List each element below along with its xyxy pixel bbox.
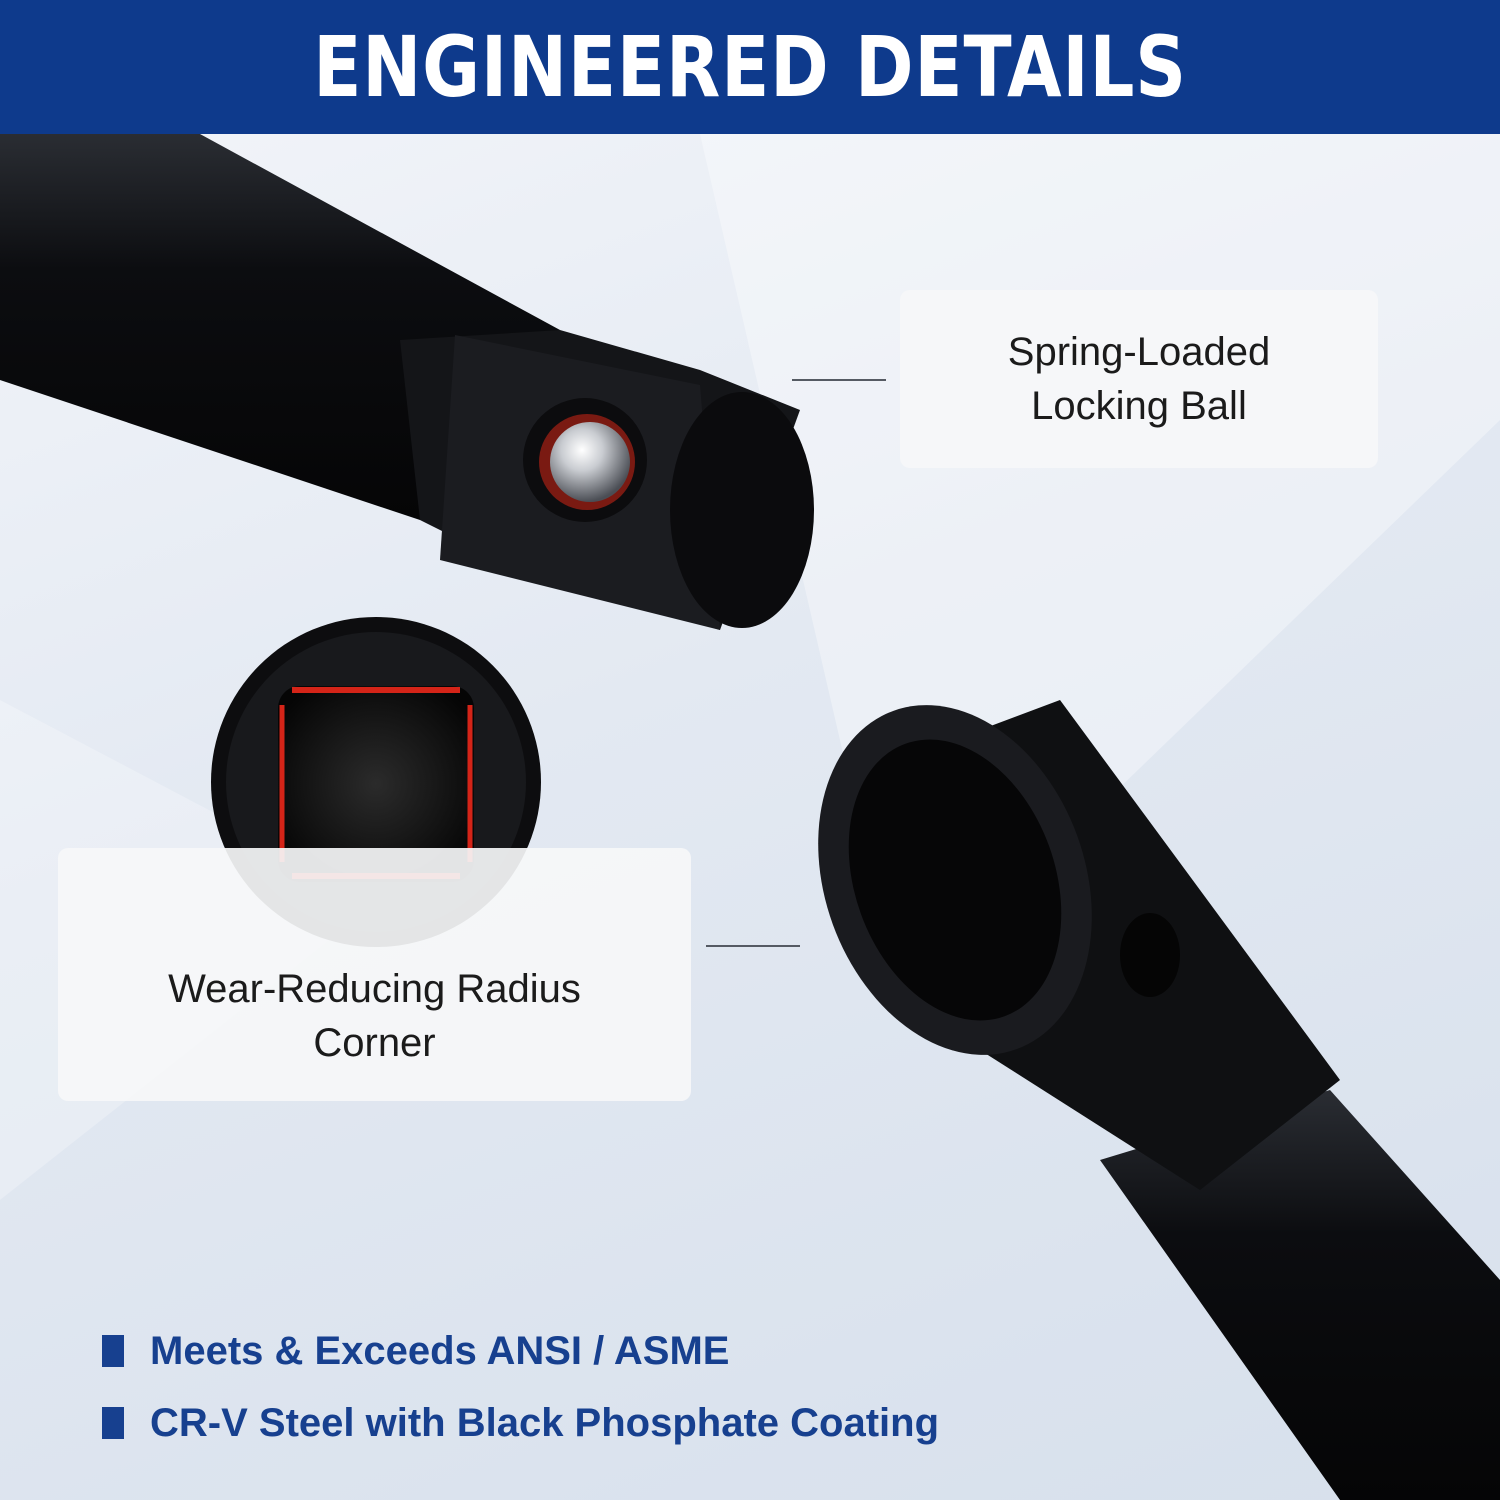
extension-bar-upper — [0, 134, 814, 630]
extension-bar-lower — [818, 700, 1500, 1500]
feature-text: Meets & Exceeds ANSI / ASME — [150, 1328, 730, 1373]
list-item: CR-V Steel with Black Phosphate Coating — [102, 1387, 939, 1459]
list-item: Meets & Exceeds ANSI / ASME — [102, 1315, 939, 1387]
square-drive-end — [670, 392, 814, 628]
locking-ball — [550, 422, 630, 502]
callout-locking-ball: Spring-Loaded Locking Ball — [900, 290, 1378, 468]
feature-text: CR-V Steel with Black Phosphate Coating — [150, 1400, 940, 1445]
callout-text: Corner — [313, 1020, 436, 1065]
square-bullet-icon — [102, 1335, 124, 1367]
callout-text: Locking Ball — [1031, 384, 1247, 428]
header-banner: ENGINEERED DETAILS — [0, 0, 1500, 134]
page-title: ENGINEERED DETAILS — [313, 18, 1187, 116]
callout-text: Spring-Loaded — [1007, 330, 1271, 374]
callout-text: Wear-Reducing Radius — [168, 966, 581, 1011]
callout-radius-corner: Wear-Reducing Radius Corner — [58, 848, 691, 1101]
feature-list: Meets & Exceeds ANSI / ASME CR-V Steel w… — [102, 1315, 939, 1459]
detent-hole — [1120, 913, 1180, 997]
square-bullet-icon — [102, 1407, 124, 1439]
